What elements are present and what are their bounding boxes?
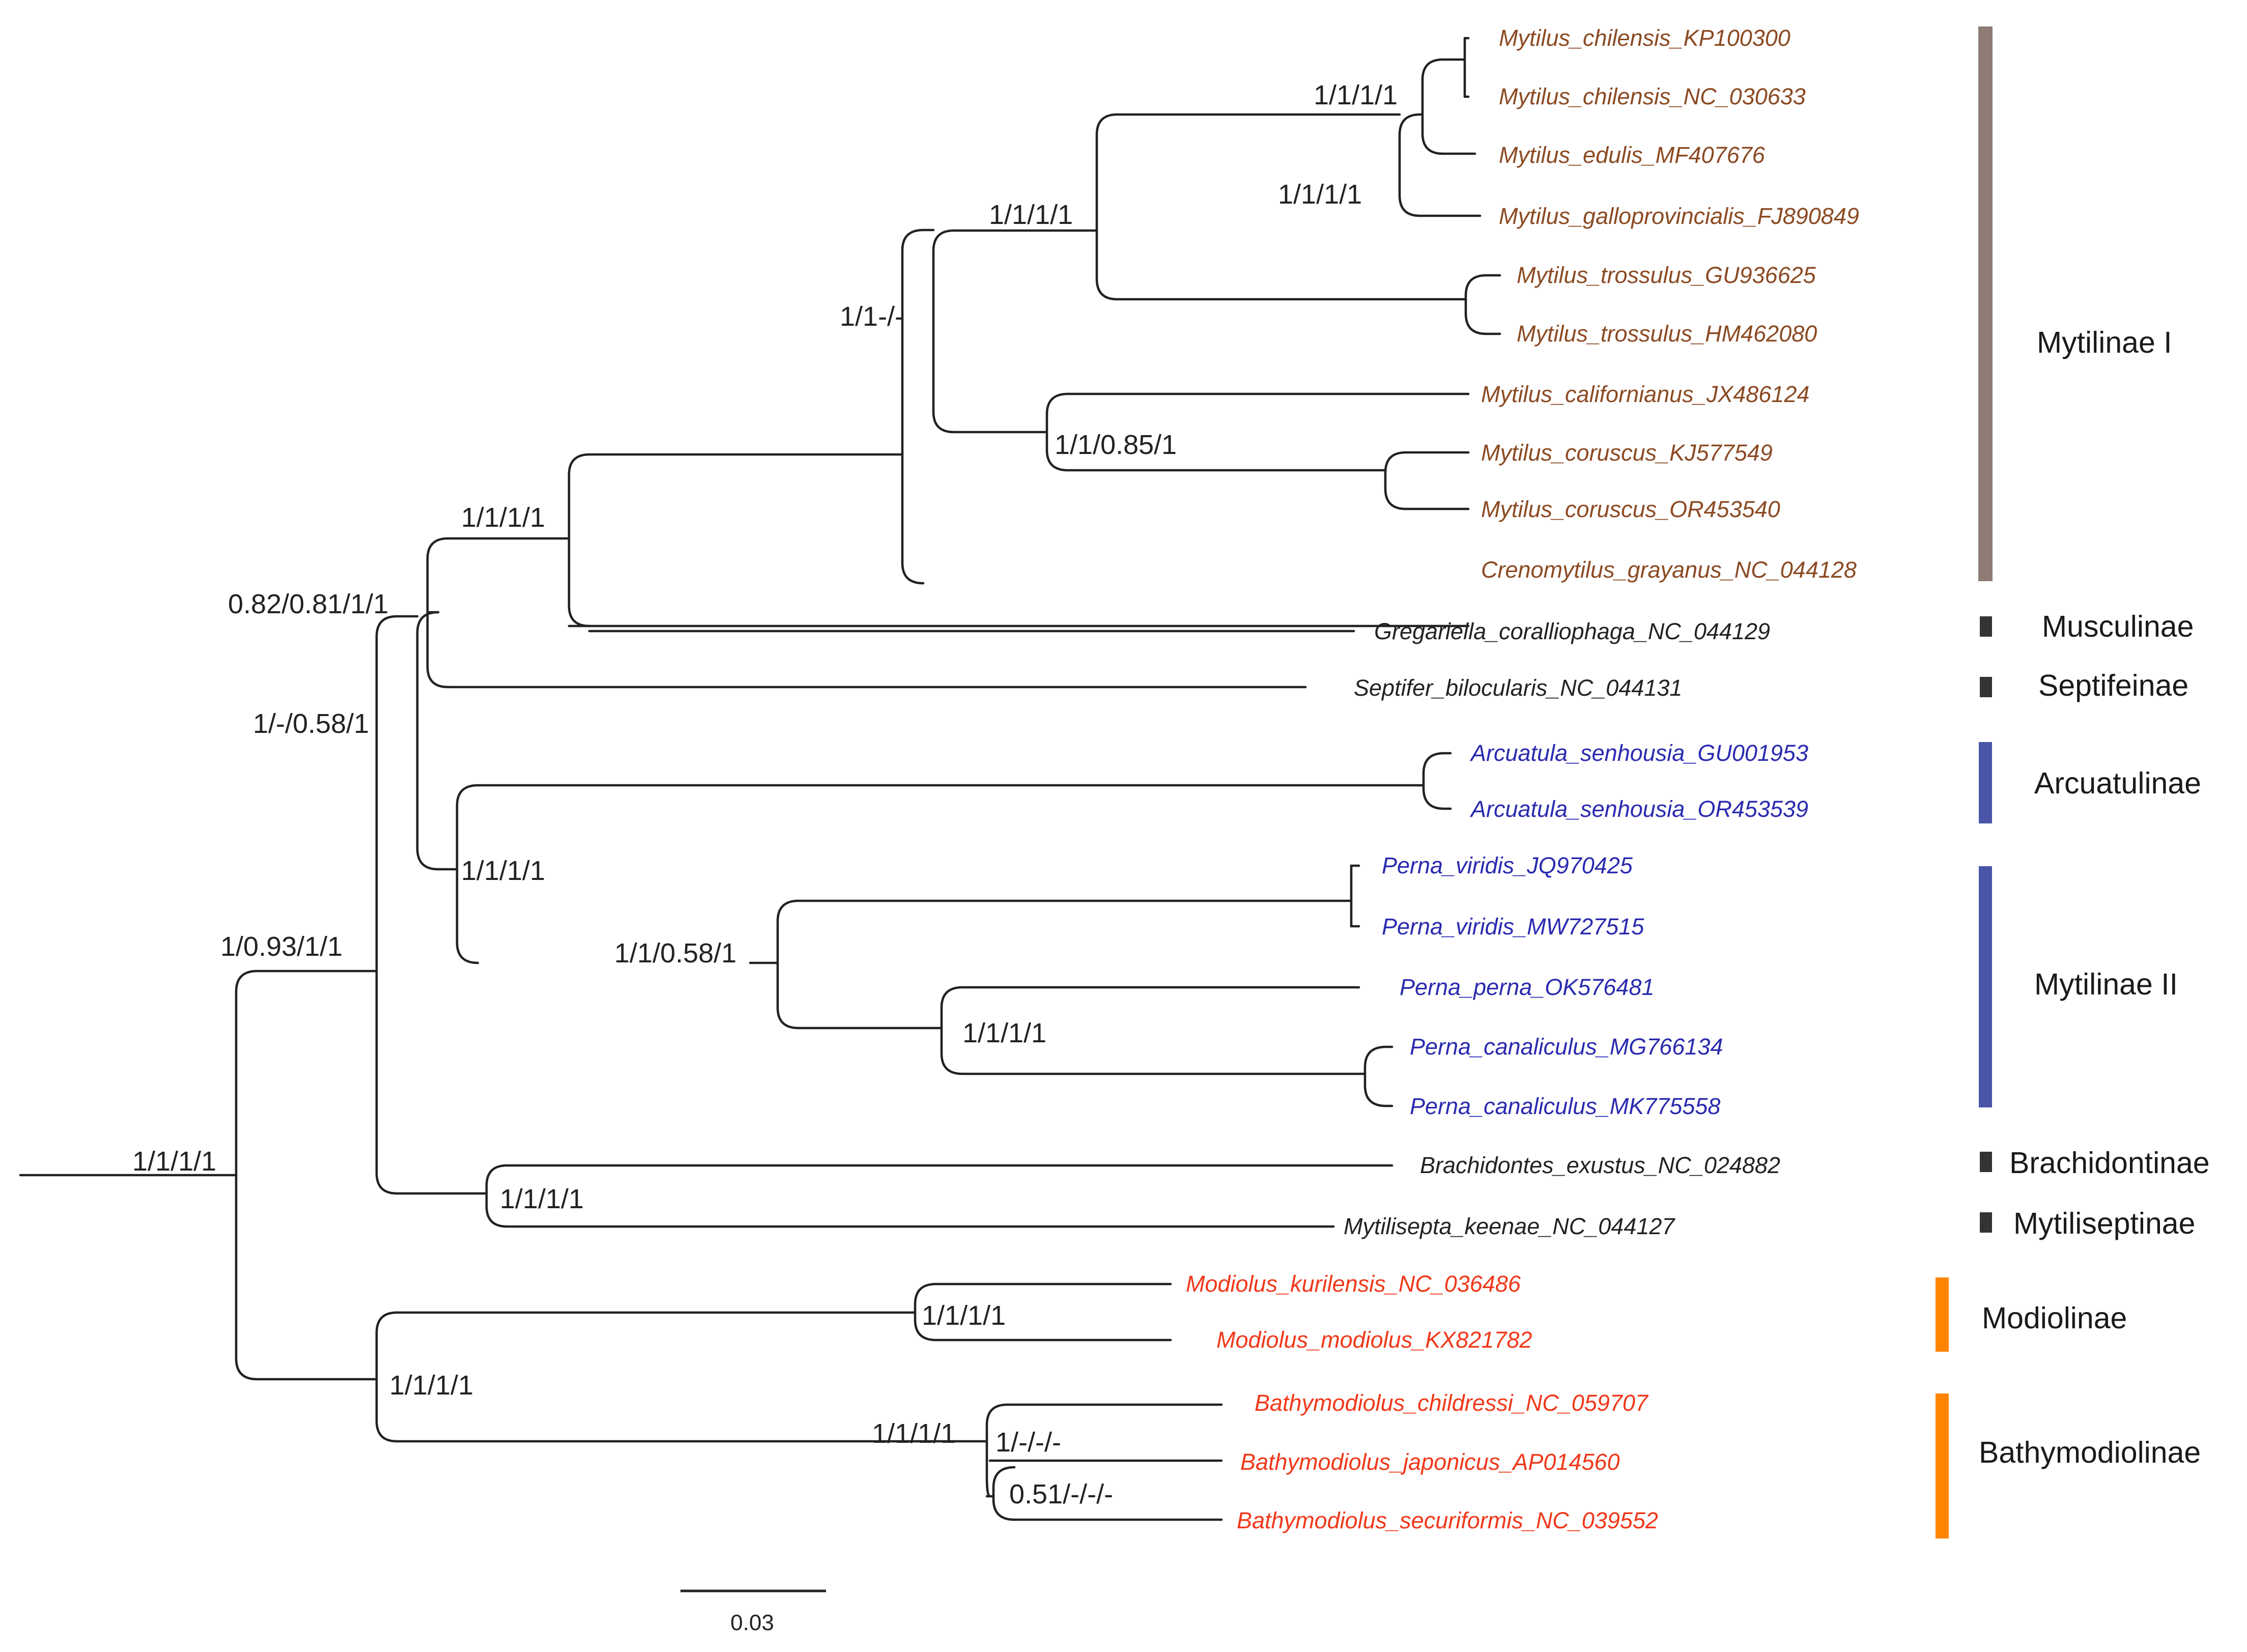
clade-bar [1979,866,1992,1107]
branch-ingroup [255,615,399,1195]
clade-name: Bathymodiolinae [1979,1436,2201,1469]
branch-mytilus-all [922,229,955,434]
branch-modiolus [395,1283,937,1342]
branch-root [235,970,259,1381]
node-support-label: 1/1/1/1 [461,502,545,533]
clade-bar [1980,1152,1992,1172]
node-support-label: 1/1/1/1 [1314,80,1398,110]
taxon-label: Perna_perna_OK576481 [1400,974,1654,1000]
clade-bar [1978,26,1993,581]
node-support-label: 1/1/0.85/1 [1055,430,1177,460]
branch-mytilus-crown [588,229,925,585]
node-support-label: 1/1/1/1 [922,1300,1006,1331]
taxon-label: Bathymodiolus_securiformis_NC_039552 [1237,1507,1658,1533]
taxon-label: Mytilisepta_keenae_NC_044127 [1344,1213,1675,1239]
branch-perna [749,899,800,1030]
taxon-label: Mytilus_galloprovincialis_FJ890849 [1499,203,1859,229]
taxon-labels: Mytilus_chilensis_KP100300 Mytilus_chile… [1186,25,1859,1533]
branch-arc-perna [437,784,479,964]
clade-name: Mytilinae II [2034,967,2178,1001]
clade-bar [1936,1393,1949,1539]
taxon-label: Arcuatula_senhousia_GU001953 [1469,740,1808,766]
taxon-label: Brachidontes_exustus_NC_024882 [1420,1152,1780,1178]
node-support-label: 1/1/1/1 [872,1418,956,1449]
taxon-label: Mytilus_coruscus_OR453540 [1481,496,1780,522]
branch-modiolinae-all [255,1311,399,1443]
taxon-label: Septifer_bilocularis_NC_044131 [1354,675,1682,701]
branch-arcuatula [476,752,1445,810]
node-support-label: 1/1/1/1 [1278,179,1362,210]
branch-chilensis [1418,58,1444,155]
branch-brachidontes [395,1164,508,1228]
taxon-label: Perna_viridis_MW727515 [1382,914,1644,939]
taxon-label: Perna_viridis_JQ970425 [1382,852,1633,878]
node-support-label: 1/-/-/- [995,1427,1061,1458]
branch-edulis-group [1116,113,1421,217]
branch-canaliculus [961,1045,1387,1107]
node-support-label: 1/1/1/1 [389,1370,473,1401]
taxon-label: Modiolus_modiolus_KX821782 [1216,1327,1532,1353]
clade-bar [1980,616,1992,637]
node-support-label: 0.51/-/-/- [1009,1479,1113,1509]
clade-bar [1936,1277,1949,1352]
clade-bar [1980,1212,1992,1233]
clade-name: Mytiliseptinae [2013,1207,2195,1240]
taxon-label: Mytilus_californianus_JX486124 [1481,381,1809,407]
clade-bar [1979,742,1992,823]
node-support-label: 1/1/1/1 [132,1146,216,1177]
clade-name: Septifeinae [2038,669,2188,702]
node-support-label: 1/0.93/1/1 [220,931,343,962]
node-support-label: 1/-/0.58/1 [253,708,369,739]
branch-chilensis-pair [1441,37,1466,98]
branch-coruscus [1066,451,1407,510]
node-support-label: 1/1/1/1 [500,1184,584,1214]
taxon-label: Perna_canaliculus_MK775558 [1410,1093,1720,1119]
branch-mytilinae-crown [446,453,591,628]
node-support-label: 1/1-/- [840,301,904,332]
clade-name: Brachidontinae [2009,1146,2210,1180]
node-support-label: 1/1/0.58/1 [614,938,736,969]
clade-name: Modiolinae [1982,1301,2127,1335]
taxon-label: Modiolus_kurilensis_NC_036486 [1186,1271,1521,1297]
branch-core [395,611,440,871]
branch-perna-viridis [797,864,1353,928]
taxon-label: Bathymodiolus_childressi_NC_059707 [1255,1390,1649,1416]
taxon-label: Gregariella_coralliophaga_NC_044129 [1374,618,1770,644]
clade-annotations: Mytilinae I Musculinae Septifeinae Arcua… [1936,26,2210,1539]
node-support-label: 1/1/1/1 [989,200,1073,230]
taxon-label: Mytilus_chilensis_NC_030633 [1499,83,1806,109]
scale-bar-label: 0.03 [730,1610,774,1635]
tree-branches [19,37,1501,1521]
branch-perna-cp [797,986,964,1075]
clade-name: Musculinae [2042,610,2194,643]
taxon-label: Mytilus_coruscus_KJ577549 [1481,440,1773,466]
support-values: 1/1/1/1 1/0.93/1/1 1/-/0.58/1 0.82/0.81/… [132,80,1398,1509]
taxon-label: Mytilus_trossulus_GU936625 [1517,262,1816,288]
node-support-label: 1/1/1/1 [461,856,545,886]
taxon-label: Bathymodiolus_japonicus_AP014560 [1240,1449,1620,1475]
clade-name: Arcuatulinae [2034,766,2201,800]
branch-trossulus [1116,274,1488,335]
taxon-label: Mytilus_chilensis_KP100300 [1499,25,1790,51]
taxon-label: Mytilus_edulis_MF407676 [1499,142,1766,168]
node-support-label: 0.82/0.81/1/1 [228,589,388,619]
taxon-label: Arcuatula_senhousia_OR453539 [1469,796,1808,822]
branch-upper [426,537,449,689]
taxon-label: Perna_canaliculus_MG766134 [1410,1034,1723,1060]
taxon-label: Crenomytilus_grayanus_NC_044128 [1481,557,1857,583]
branch-mytilus-a [952,113,1119,301]
clade-name: Mytilinae I [2037,326,2172,359]
branch-californianus [952,392,1069,472]
clade-bar [1980,677,1992,697]
node-support-label: 1/1/1/1 [962,1018,1046,1048]
taxon-label: Mytilus_trossulus_HM462080 [1517,321,1817,347]
branch-bathy-b [985,1466,1016,1521]
scale-bar: 0.03 [680,1589,826,1635]
branch-bathymodiolus [395,1403,1009,1498]
